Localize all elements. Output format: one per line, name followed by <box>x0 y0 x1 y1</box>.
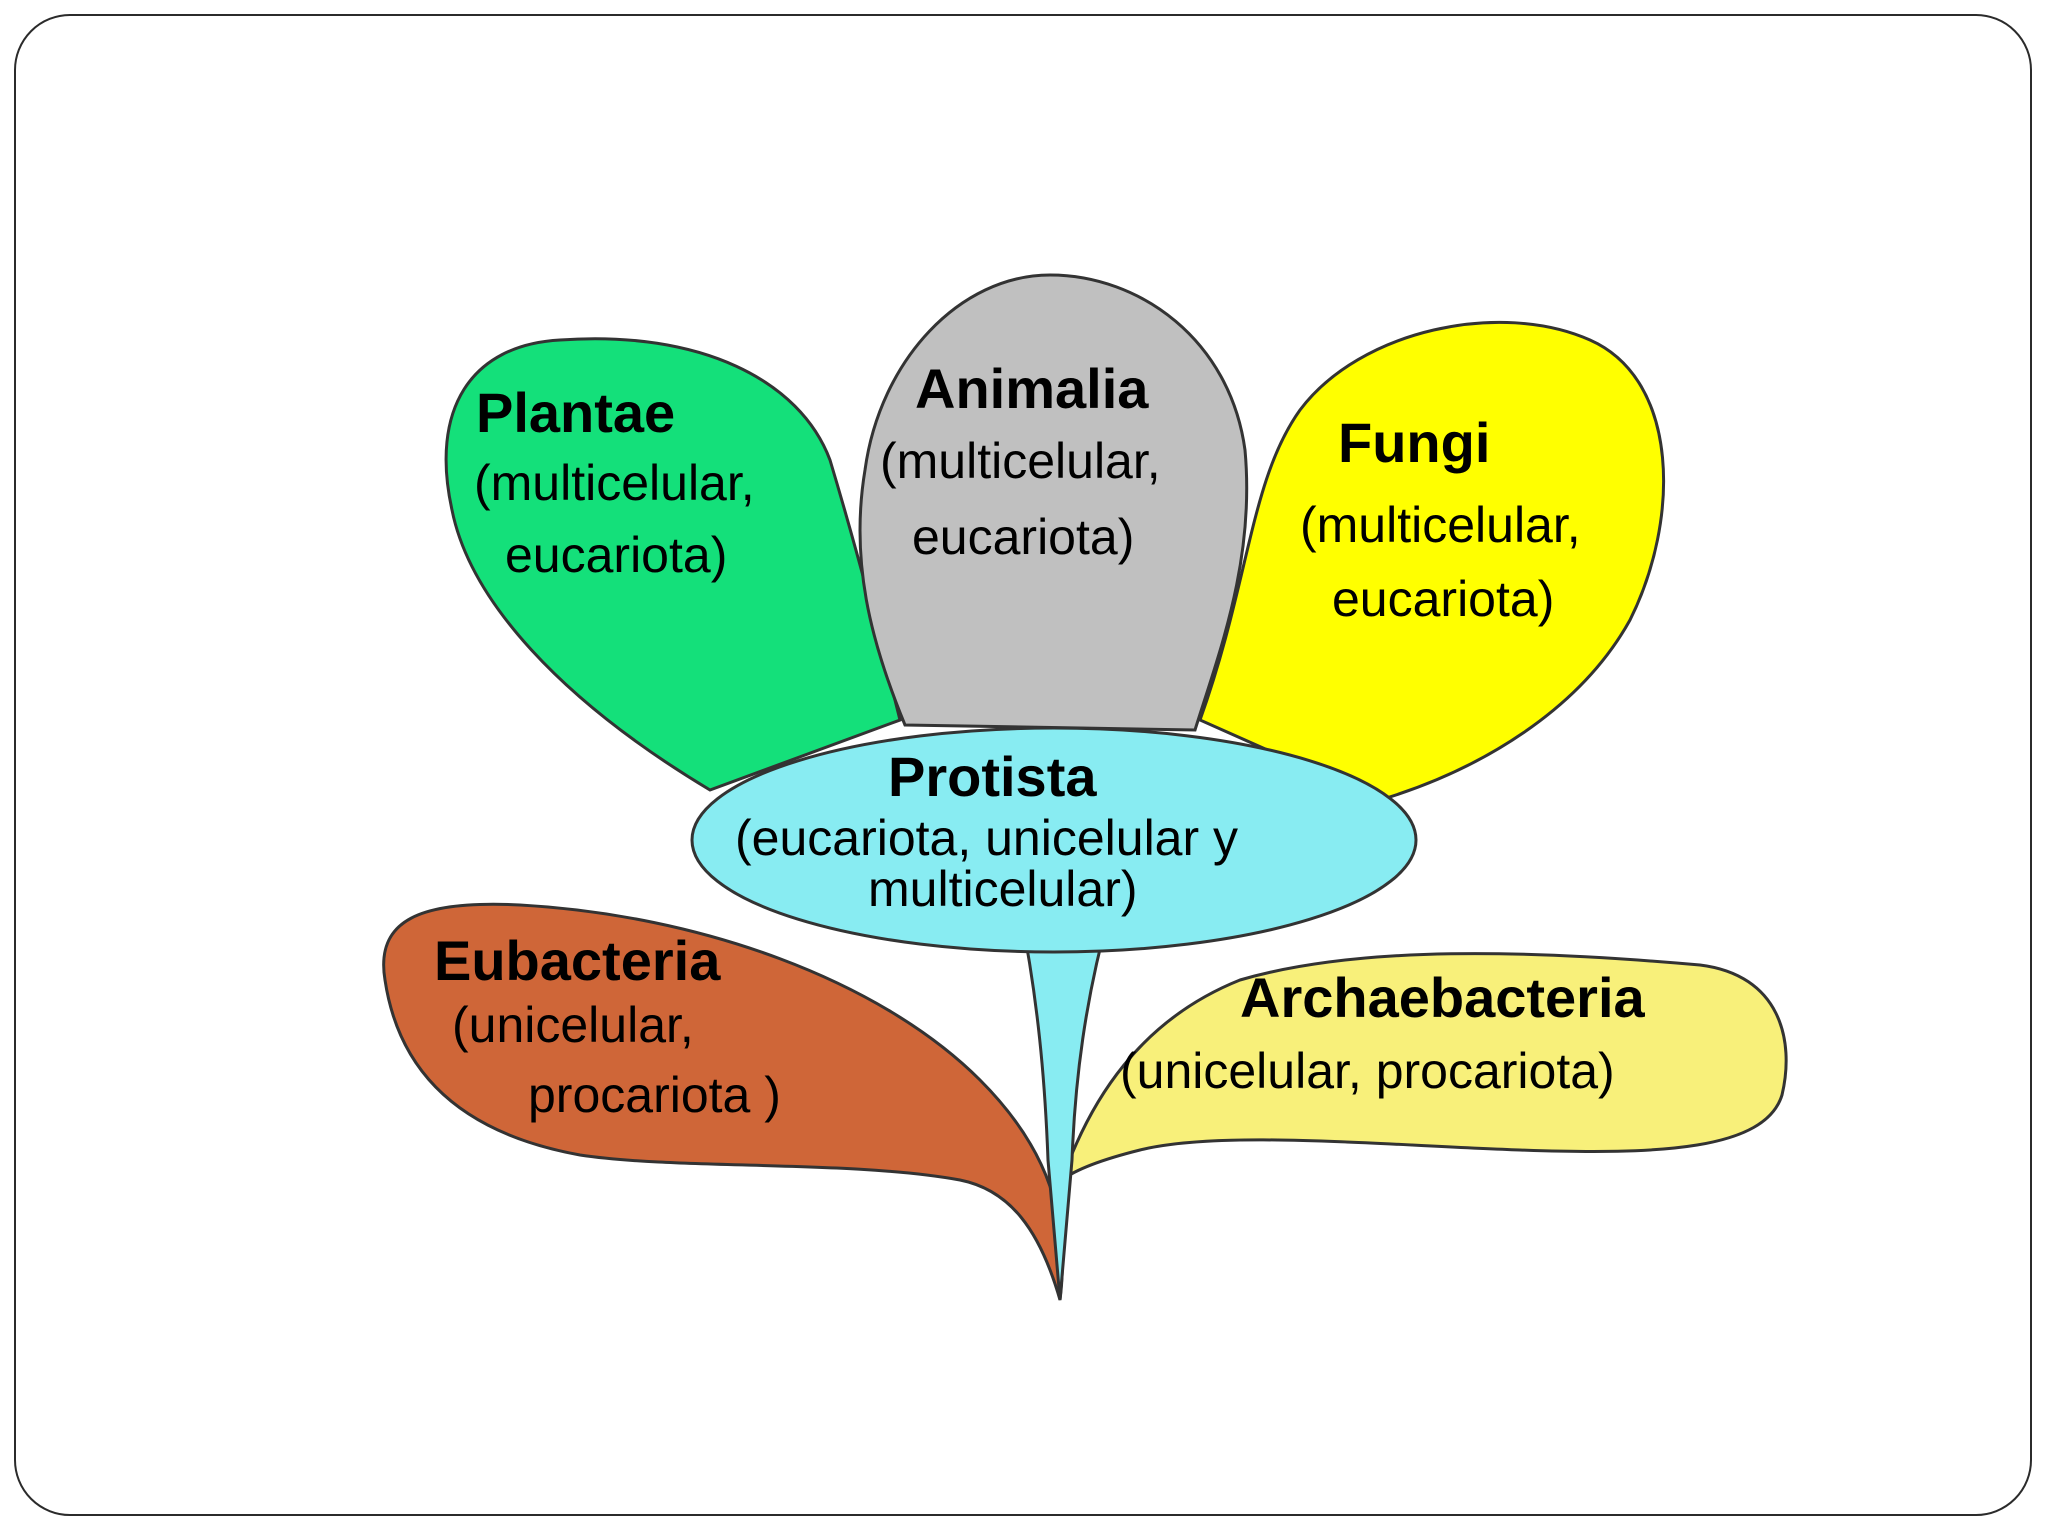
archaebacteria-leaf <box>1058 952 1788 1185</box>
plantae-name: Plantae <box>476 381 675 444</box>
plantae-line1: (multicelular, <box>474 455 755 511</box>
archaebacteria-name: Archaebacteria <box>1240 966 1646 1029</box>
archaebacteria-line1: (unicelular, procariota) <box>1120 1043 1615 1099</box>
protista-name: Protista <box>888 745 1097 808</box>
fungi-line2: eucariota) <box>1332 571 1554 627</box>
eubacteria-name: Eubacteria <box>434 929 721 992</box>
fungi-name: Fungi <box>1338 411 1490 474</box>
eubacteria-line2: procariota ) <box>528 1067 781 1123</box>
plantae-line2: eucariota) <box>505 527 727 583</box>
protista-line1: (eucariota, unicelular y <box>735 810 1238 866</box>
eubacteria-leaf <box>382 902 1064 1301</box>
animalia-name: Animalia <box>915 357 1149 420</box>
animalia-petal <box>858 273 1249 732</box>
fungi-petal <box>1198 320 1666 802</box>
animalia-line1: (multicelular, <box>880 433 1161 489</box>
eubacteria-line1: (unicelular, <box>452 997 694 1053</box>
plantae-petal <box>444 337 902 792</box>
fungi-line1: (multicelular, <box>1300 497 1581 553</box>
protista-line2: multicelular) <box>868 861 1138 917</box>
protista-center <box>690 726 1418 954</box>
animalia-line2: eucariota) <box>912 509 1134 565</box>
stem <box>1018 908 1112 1301</box>
